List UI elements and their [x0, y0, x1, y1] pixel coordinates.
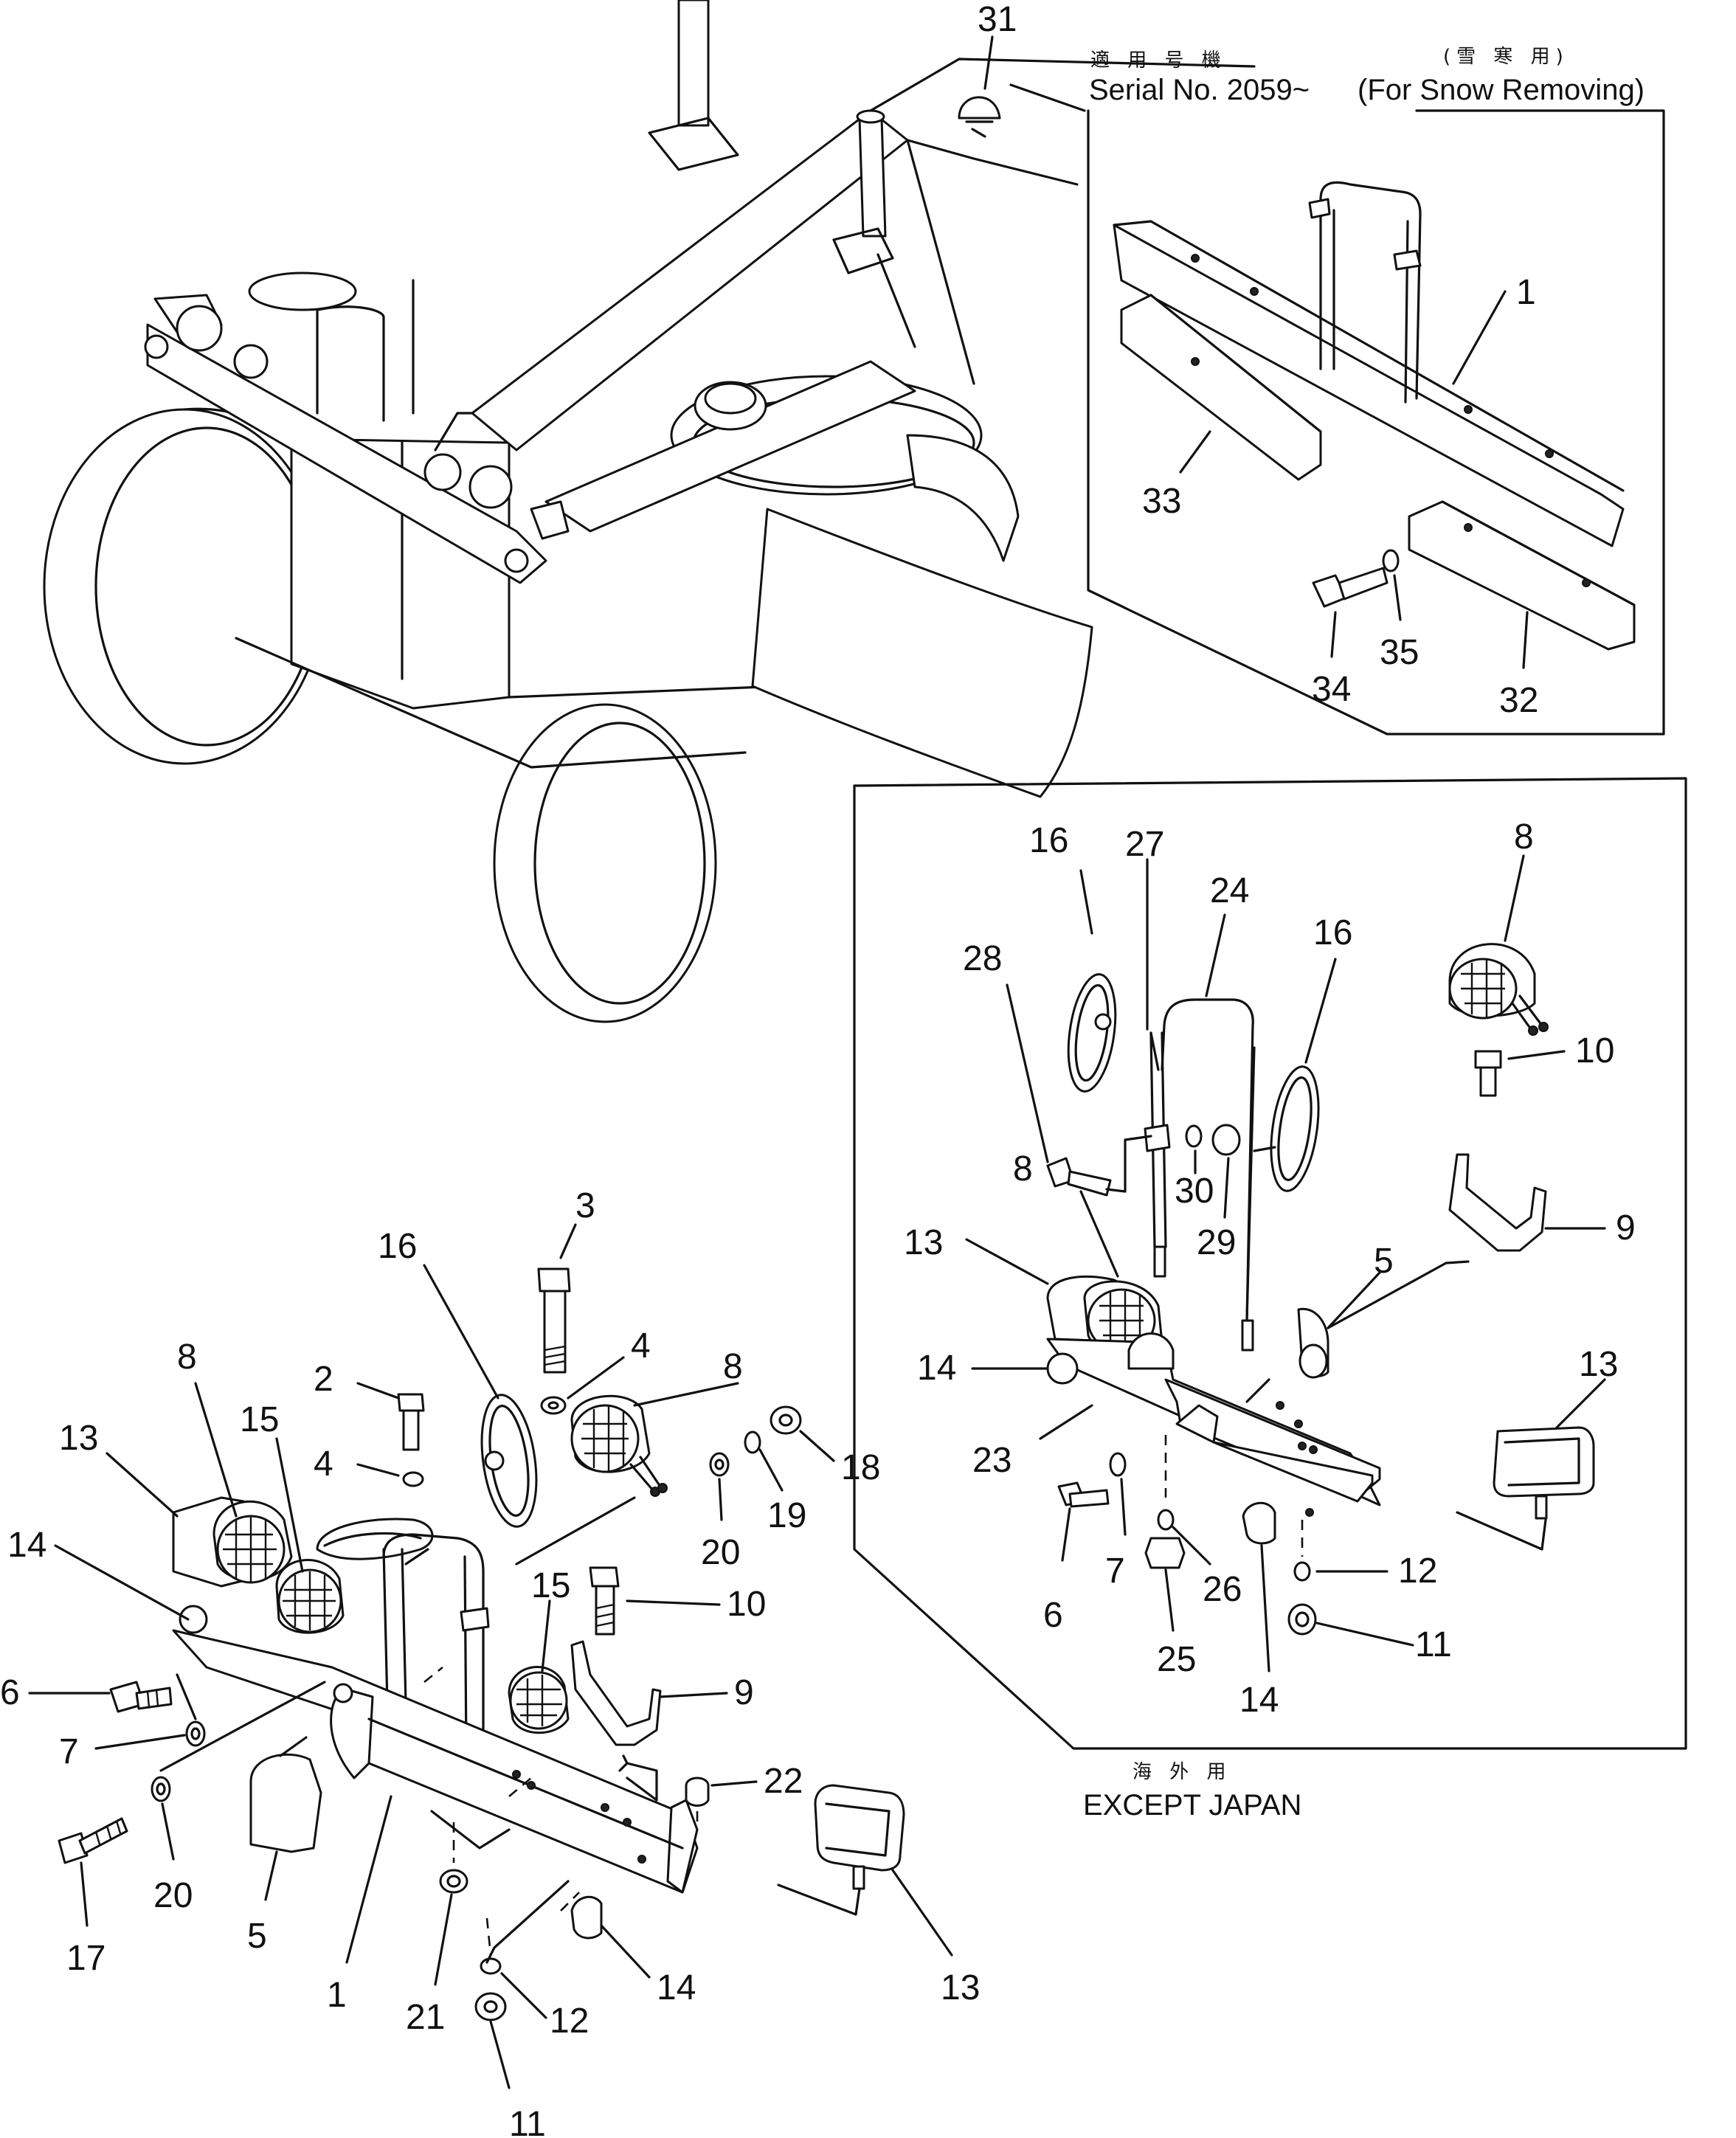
- main-callout-10: 10: [727, 1585, 766, 1624]
- snow-callout-35: 35: [1380, 633, 1419, 672]
- ej-callout-28: 28: [963, 939, 1002, 978]
- main-callout-15b: 15: [531, 1566, 570, 1605]
- main-callout-1: 1: [327, 1976, 347, 2015]
- ej-callout-23: 23: [972, 1441, 1011, 1480]
- snow-callout-32: 32: [1499, 681, 1538, 720]
- snow-callout-1: 1: [1516, 273, 1536, 312]
- main-callout-12: 12: [550, 2002, 589, 2041]
- snow-removing-inset: 適 用 号 機 (雪 寒 用) Serial No. 2059~ (For Sn…: [1009, 46, 1665, 736]
- main-callout-13b: 13: [941, 1968, 980, 2007]
- main-callout-5: 5: [247, 1917, 267, 1956]
- snow-callout-33: 33: [1142, 482, 1181, 521]
- main-callout-6: 6: [0, 1673, 20, 1712]
- ej-callout-26: 26: [1203, 1570, 1242, 1609]
- main-callout-20b: 20: [153, 1876, 193, 1915]
- main-callout-4b: 4: [314, 1445, 333, 1484]
- serial-header-jp: 適 用 号 機: [1090, 49, 1227, 72]
- serial-number-label: Serial No. 2059~: [1089, 74, 1310, 106]
- ej-callout-10: 10: [1575, 1031, 1614, 1070]
- except-japan-caption: EXCEPT JAPAN: [1083, 1789, 1301, 1822]
- main-callout-4a: 4: [631, 1326, 651, 1366]
- main-callout-7: 7: [59, 1732, 79, 1771]
- except-japan-inset: 海 外 用 EXCEPT JAPAN: [853, 777, 1687, 1822]
- main-callout-20a: 20: [701, 1533, 740, 1572]
- main-callout-19: 19: [767, 1496, 806, 1535]
- main-callout-22: 22: [764, 1762, 803, 1801]
- main-callout-8b: 8: [177, 1338, 197, 1377]
- main-callout-15a: 15: [240, 1400, 279, 1439]
- ej-callout-5: 5: [1374, 1242, 1394, 1281]
- ej-callout-8a: 8: [1514, 817, 1534, 857]
- snow-callout-34: 34: [1312, 670, 1351, 709]
- ej-callout-13b: 13: [1579, 1345, 1618, 1384]
- ej-callout-14b: 14: [1239, 1681, 1279, 1720]
- ej-callout-16b: 16: [1313, 913, 1352, 952]
- except-japan-caption-jp: 海 外 用: [1132, 1761, 1232, 1783]
- ej-callout-29: 29: [1197, 1223, 1236, 1262]
- ej-callout-24: 24: [1210, 871, 1249, 910]
- snow-header-jp: (雪 寒 用): [1443, 46, 1569, 68]
- ej-callout-12: 12: [1398, 1551, 1437, 1591]
- ej-callout-25: 25: [1157, 1640, 1196, 1679]
- main-callout-17: 17: [66, 1939, 106, 1978]
- ej-callout-16a: 16: [1029, 821, 1068, 860]
- ej-callout-11: 11: [1415, 1625, 1452, 1664]
- main-callout-8a: 8: [723, 1347, 743, 1386]
- main-callout-13: 13: [59, 1419, 98, 1458]
- machine-overview-drawing: [43, 0, 1256, 1023]
- ej-callout-13a: 13: [904, 1223, 943, 1262]
- ej-callout-14a: 14: [917, 1349, 956, 1388]
- main-callout-14b: 14: [657, 1968, 696, 2007]
- main-callout-21: 21: [406, 1998, 445, 2037]
- main-callout-18: 18: [841, 1448, 880, 1487]
- callout-31: 31: [978, 0, 1017, 90]
- snow-removing-label: (For Snow Removing): [1358, 74, 1645, 106]
- main-callout-2: 2: [314, 1360, 333, 1399]
- ej-callout-9: 9: [1616, 1208, 1636, 1248]
- main-callout-16: 16: [378, 1227, 417, 1266]
- ej-callout-7: 7: [1105, 1551, 1125, 1591]
- main-callout-14a: 14: [7, 1526, 46, 1565]
- main-callout-11: 11: [509, 2105, 546, 2138]
- main-assembly: 3 16 2 4 8 13 8 15 4 18 19 20 14 10 15 9…: [0, 1186, 980, 2138]
- ej-callout-6: 6: [1043, 1596, 1063, 1635]
- callout-31-label: 31: [978, 0, 1017, 39]
- ej-callout-30: 30: [1175, 1172, 1214, 1211]
- main-callout-3: 3: [575, 1186, 595, 1225]
- ej-callout-8b: 8: [1013, 1149, 1033, 1189]
- ej-callout-27: 27: [1125, 825, 1164, 864]
- main-callout-9: 9: [734, 1673, 754, 1712]
